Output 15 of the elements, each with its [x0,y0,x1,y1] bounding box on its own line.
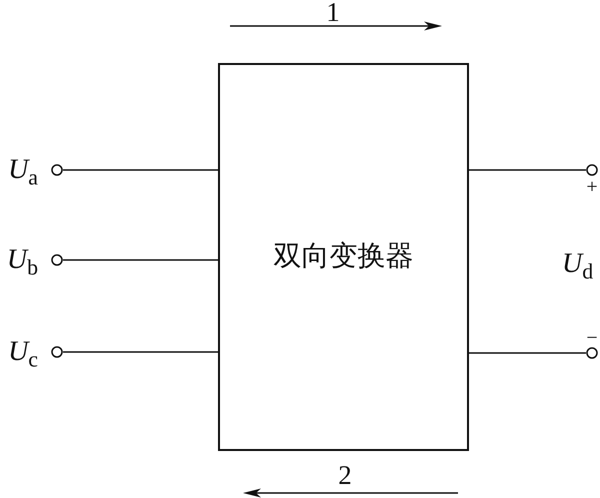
voltage-label: U$_{d}$ [562,249,594,279]
block-label: 双向变换器 [274,240,414,274]
direction-number: 2 [338,462,352,489]
wire [469,169,586,171]
voltage-label: U$_{b}$ [6,245,38,275]
polarity-sign: − [586,330,598,346]
wire [63,259,218,261]
polarity-sign: + [586,179,598,195]
voltage-label: U$_{c}$ [8,337,38,367]
wire [63,169,218,171]
voltage-label: U$_{a}$ [8,155,38,185]
wire [63,351,218,353]
direction-number: 1 [326,0,340,26]
wire [469,352,586,354]
converter-block [218,63,469,451]
